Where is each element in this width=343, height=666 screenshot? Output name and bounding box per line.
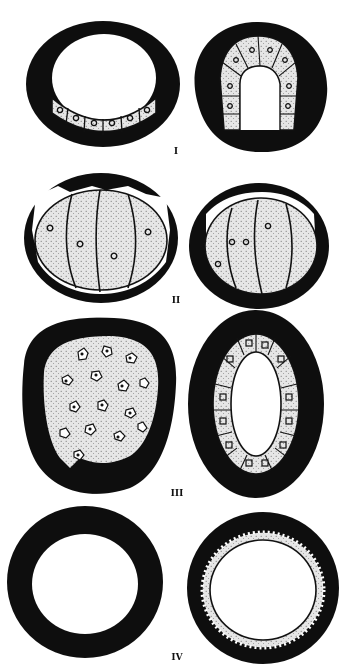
figure-ii-left-cell-mass (24, 173, 178, 303)
row-label-ii: II (172, 296, 180, 306)
row-label-i: I (174, 147, 178, 157)
figure-iii-left-scattered-cells (22, 318, 176, 494)
row-label-iv: IV (171, 653, 183, 663)
figure-iv-left-empty-ring (7, 506, 163, 658)
figure-ii-right-cell-mass (189, 183, 329, 309)
row-label-iii: III (171, 489, 184, 499)
figure-iv-right-lined-ring (187, 512, 339, 664)
figure-i-right-invaginated (195, 22, 328, 152)
figure-i-left-ring (26, 21, 180, 147)
figure-iii-right-epithelial-ring (188, 310, 324, 498)
